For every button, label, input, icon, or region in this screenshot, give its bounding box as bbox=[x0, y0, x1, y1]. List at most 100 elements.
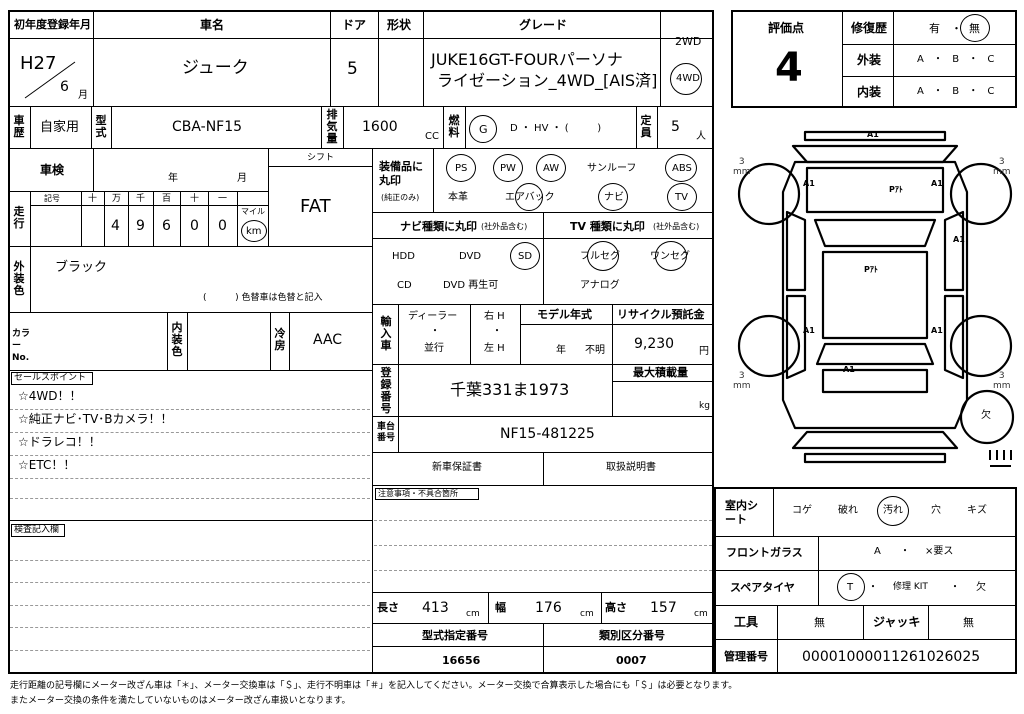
tv-fullseg-circle bbox=[587, 241, 619, 271]
tools-label: 工具 bbox=[734, 615, 759, 629]
glass-label: フロントガラス bbox=[726, 546, 803, 559]
model-year-label: モデル年式 bbox=[537, 308, 592, 321]
fuel-g: G bbox=[479, 123, 488, 136]
navi-label: ナビ種類に丸印 bbox=[400, 220, 477, 233]
odo-digit-3: 6 bbox=[162, 218, 171, 234]
width-unit: cm bbox=[580, 609, 594, 619]
recycle-label: リサイクル預託金 bbox=[617, 308, 705, 321]
equip-sunroof: サンルーフ bbox=[587, 163, 637, 174]
width-label: 幅 bbox=[495, 601, 506, 614]
reg-month: 6 bbox=[60, 79, 69, 95]
odo-unit-6: 一 bbox=[218, 194, 228, 204]
spare-wheel-missing: 欠 bbox=[981, 410, 991, 421]
equip-airbag-circle bbox=[515, 183, 543, 211]
odo-digit-4: 0 bbox=[190, 218, 199, 234]
disp-label: 排気量 bbox=[326, 108, 338, 145]
tools-value: 無 bbox=[814, 616, 825, 629]
shift-label: シフト bbox=[307, 153, 335, 163]
repair-no: 無 bbox=[969, 22, 980, 35]
model-year-unknown: 不明 bbox=[585, 345, 605, 356]
reg-date-header: 初年度登録年月 bbox=[14, 18, 91, 31]
odo-km-circle bbox=[241, 220, 267, 242]
import-dot2: ・ bbox=[492, 326, 502, 337]
ac-value: AAC bbox=[313, 332, 343, 348]
equip-navi-circle bbox=[598, 183, 628, 211]
mgmt-label: 管理番号 bbox=[724, 650, 768, 663]
inspect-label: 検査記入欄 bbox=[14, 525, 60, 535]
model-no-value: 16656 bbox=[442, 654, 481, 667]
jack-value: 無 bbox=[963, 616, 974, 629]
shape-header: 形状 bbox=[387, 18, 412, 32]
score-label: 評価点 bbox=[768, 21, 805, 35]
mm-fl-val: 3 bbox=[738, 157, 745, 167]
mm-rl-val: 3 bbox=[738, 371, 745, 381]
drive-2wd: 2WD bbox=[675, 35, 702, 48]
cabin-scratch: キズ bbox=[967, 505, 987, 516]
cabin-dirt-circle bbox=[877, 496, 909, 526]
spare-label: スペアタイヤ bbox=[730, 581, 795, 594]
mark-a1-fl: A1 bbox=[803, 179, 815, 188]
disp-unit: CC bbox=[425, 131, 439, 142]
manual: 取扱説明書 bbox=[606, 462, 656, 473]
height-value: 157 bbox=[650, 600, 677, 616]
reg-month-unit: 月 bbox=[78, 90, 88, 101]
sales-label: セールスポイント bbox=[14, 373, 87, 383]
equip-airbag: エアバック bbox=[505, 192, 555, 203]
odo-unit-4: 百 bbox=[162, 194, 172, 204]
grade-line-1: JUKE16GT-FOURパーソナ bbox=[431, 50, 623, 69]
navi-hdd: HDD bbox=[392, 251, 415, 262]
odo-kigo: 記号 bbox=[44, 194, 60, 203]
reg-era: H27 bbox=[20, 53, 57, 74]
mm-rl-unit: mm bbox=[733, 381, 751, 391]
use-label: 車歴 bbox=[13, 114, 25, 139]
jack-label: ジャッキ bbox=[873, 615, 921, 629]
tv-oneseg: ワンセグ bbox=[650, 251, 690, 262]
repair-yes: 有 bbox=[929, 22, 940, 35]
sales-line-2: ☆純正ナビ･TV･Bカメラ！！ bbox=[18, 412, 173, 426]
score-box bbox=[731, 10, 1017, 108]
mark-a1-r: A1 bbox=[953, 235, 965, 244]
plate-label: 登録番号 bbox=[380, 366, 392, 415]
tv-oneseg-circle bbox=[655, 241, 687, 271]
mark-a1-rear: A1 bbox=[843, 365, 855, 374]
exterior-label: 外装 bbox=[857, 53, 882, 67]
cabin-dirt: 汚れ bbox=[883, 505, 903, 516]
shaken-month: 月 bbox=[237, 173, 247, 184]
glass-dot: ・ bbox=[900, 546, 910, 557]
main-sheet-frame bbox=[8, 10, 714, 674]
type-value: CBA-NF15 bbox=[172, 119, 243, 135]
color-note: ( ) 色替車は色替と記入 bbox=[203, 293, 323, 303]
cap-value: 5 bbox=[671, 119, 680, 135]
spare-none: 欠 bbox=[976, 582, 986, 593]
glass-x: ×要ス bbox=[925, 546, 954, 557]
import-rh: 右 H bbox=[484, 311, 505, 322]
width-value: 176 bbox=[535, 600, 562, 616]
colorno-label: カラーNo. bbox=[12, 329, 31, 363]
load-unit: kg bbox=[699, 401, 710, 411]
interior-scale: A ・ B ・ C bbox=[917, 86, 995, 97]
exterior-scale: A ・ B ・ C bbox=[917, 54, 995, 65]
equip-ps-circle bbox=[446, 154, 476, 182]
odo-digit-5: 0 bbox=[218, 218, 227, 234]
import-parallel: 並行 bbox=[424, 343, 444, 354]
equip-sub: (純正のみ) bbox=[381, 193, 420, 202]
tv-sub: (社外品含む) bbox=[653, 222, 700, 231]
mm-fr-val: 3 bbox=[998, 157, 1005, 167]
warranty: 新車保証書 bbox=[432, 462, 482, 473]
model-no-label: 型式指定番号 bbox=[422, 629, 488, 642]
spare-t-circle bbox=[837, 573, 865, 601]
odo-mile: マイル bbox=[241, 207, 265, 216]
navi-cd: CD bbox=[397, 280, 412, 291]
spare-t: T bbox=[847, 582, 854, 593]
drive-4wd-circle bbox=[670, 63, 702, 95]
spare-dot2: ・ bbox=[950, 582, 960, 593]
equip-abs-circle bbox=[665, 154, 697, 182]
type-label: 型式 bbox=[95, 114, 107, 139]
equip-aw-circle bbox=[536, 154, 566, 182]
mm-fr-unit: mm bbox=[993, 167, 1011, 177]
footer-note-1: 走行距離の記号欄にメーター改ざん車は「＊」、メーター交換車は「＄」、走行不明車は… bbox=[10, 681, 738, 691]
import-dealer: ディーラー bbox=[408, 311, 458, 322]
